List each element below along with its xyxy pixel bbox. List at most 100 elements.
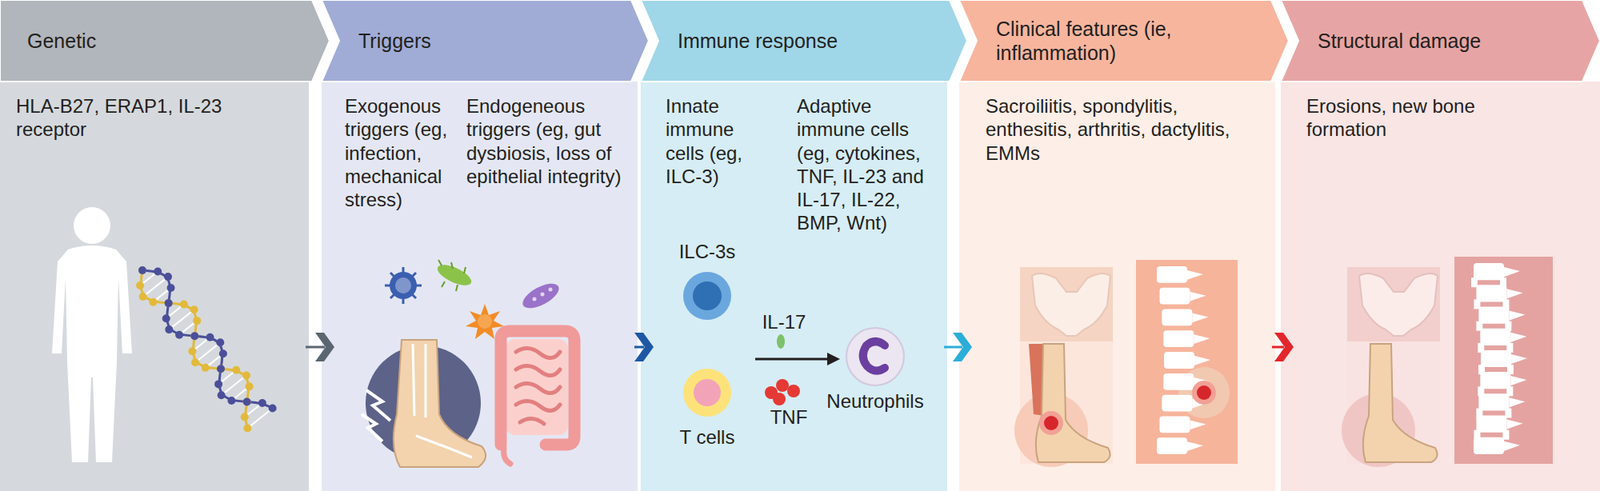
stage-description: Innate immune cells (eg, ILC-3) [665,94,770,188]
inflamed-joints-icon [1189,292,1206,302]
inflamed-joints-icon [1196,385,1212,400]
cell-icons [863,341,885,372]
foot-stress-icon [412,344,472,458]
stage-description: HLA-B27, ERAP1, IL-23 receptor [16,94,240,142]
damaged-joints-icon [1478,306,1509,324]
damaged-joints-icon [1510,332,1527,343]
bacterium-icon [456,284,458,292]
dna-helix [138,266,147,275]
dna-helix [240,413,249,422]
bacterium-icon [441,281,445,288]
dna-helix [201,364,210,372]
stage-panel: Erosions, new bone formation [1280,81,1600,491]
dna-helix [139,292,148,301]
stage-title: Genetic [27,28,96,53]
chevron-shape [959,0,1289,82]
cell-label: T cells [680,426,736,450]
inflamed-joints-icon [1044,416,1059,431]
panel-ground [959,81,1276,491]
bacterium-icon [438,260,466,292]
damaged-joints-icon [1511,354,1528,364]
inflamed-joints-icon [1020,267,1113,342]
damaged-joints-icon [1506,420,1523,430]
dna-helix [219,349,228,358]
inflamed-joints-icon [1161,395,1192,412]
damaged-joints-icon [1504,267,1520,277]
foot-stress-icon [361,340,486,468]
dna-helix [268,404,277,413]
bacterium-icon [540,292,545,297]
inflamed-joints-icon [1039,411,1064,436]
dna-helix [245,382,254,391]
dna-helix [242,371,251,380]
stage-panel: Exogenous triggers (eg, infection, mecha… [321,81,638,491]
label-holder: IL-17 [762,311,807,335]
foot-stress-icon [393,340,486,468]
panel-ground [1280,81,1600,491]
stage-title: Structural damage [1317,28,1481,53]
dna-helix [227,396,236,405]
dna-helix [140,270,248,428]
stage-title: Immune response [677,28,838,53]
inflamed-joints-icon [1194,356,1211,366]
bacterium-icon [519,279,563,314]
stage-title: Triggers [358,28,432,53]
stage-arrow [1272,346,1284,349]
dna-helix [216,364,225,373]
cell-icons [827,352,840,366]
stage-header-chevron: Triggers [321,0,649,82]
dna-helix [164,325,173,334]
cell-icons [693,379,721,407]
chevron-outline [959,0,1289,82]
damaged-joints-icon [1504,408,1512,419]
inflamed-joints-icon [1192,380,1216,405]
damaged-joints-icon [1347,267,1440,342]
bacterium-icon [548,288,553,292]
inflamed-joints-icon [1156,437,1188,455]
panel-ground [0,81,309,491]
cell-icons [787,384,800,398]
stage-header-chevron: Immune response [640,0,968,82]
chevron-outline [1280,0,1600,82]
cell-icons [772,392,786,406]
cell-icons [683,272,732,320]
cell-label: IL-17 [762,311,807,335]
panel-ground [640,81,948,491]
panel-ground [0,81,1600,491]
dna-helix [206,333,215,342]
stage-panel: HLA-B27, ERAP1, IL-23 receptor [0,81,309,491]
dna-helix [232,366,240,375]
dna-helix [164,299,173,308]
dna-helix [148,298,157,307]
chevron-outline [0,0,330,82]
damaged-joints-icon [1510,376,1527,386]
bacterium-icon [434,260,474,292]
cell-label: TNF [770,406,808,430]
dna-helix [190,332,199,340]
inflamed-joints-icon [1193,334,1210,344]
gut-icon [516,348,560,424]
dna-helix [191,358,200,367]
virus-icon [390,272,416,299]
damaged-joints-icon [1454,256,1553,464]
dna-helix [247,408,272,429]
inflamed-joints-icon [1192,313,1208,324]
person-silhouette [52,207,132,463]
cell-icons [846,328,904,386]
damaged-joints-icon [1504,441,1520,452]
bacterium-icon [519,279,563,314]
dna-helix [192,316,201,325]
stage-arrow [634,346,644,349]
foot-stress-icon [412,344,472,458]
damaged-joints-icon [1471,263,1528,455]
inflamed-joints-icon [1032,273,1111,336]
inflamed-joints-icon [1187,270,1204,280]
inflamed-joints-icon [1136,260,1238,464]
dna-helix [164,272,172,281]
damaged-joints-icon [1506,288,1523,299]
stage-description: Exogenous triggers (eg, infection, mecha… [344,94,462,212]
virus-icon [390,272,416,299]
bacterium-icon [451,262,453,269]
damaged-joints-icon [1480,350,1512,368]
dna-helix [167,284,176,292]
